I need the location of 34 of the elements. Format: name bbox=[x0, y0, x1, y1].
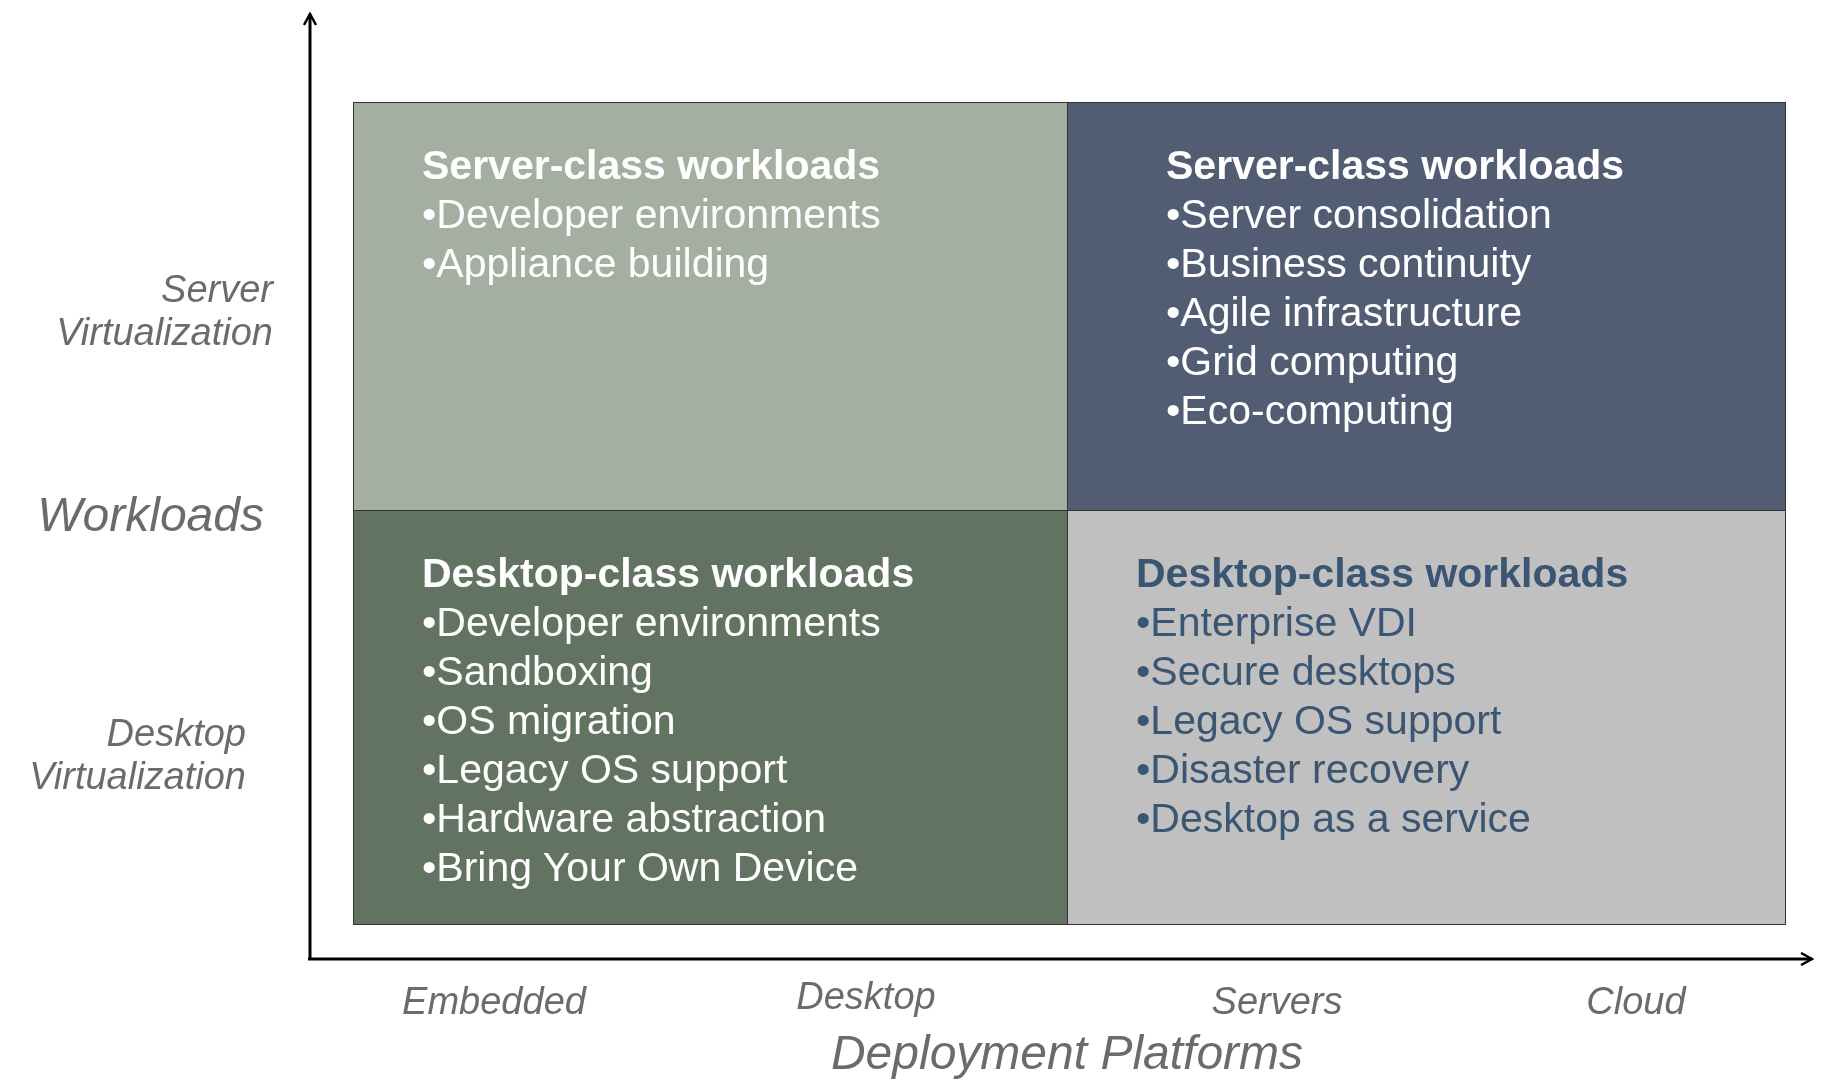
quadrant-box bbox=[353, 102, 1068, 511]
axis-title: Deployment Platforms bbox=[830, 1026, 1304, 1080]
bullet-item: •Secure desktops bbox=[1136, 647, 1456, 696]
bullet-item: •Developer environments bbox=[422, 190, 881, 239]
bullet-item: •Desktop as a service bbox=[1136, 794, 1531, 843]
axis-category-label: Server Virtualization bbox=[55, 268, 273, 354]
quadrant-heading: Desktop-class workloads bbox=[1136, 549, 1629, 598]
axis-category-label: Servers bbox=[1211, 980, 1343, 1023]
quadrant-box bbox=[1067, 510, 1786, 925]
axis-title: Workloads bbox=[36, 488, 264, 542]
bullet-item: •Legacy OS support bbox=[1136, 696, 1502, 745]
bullet-item: •Eco-computing bbox=[1166, 386, 1454, 435]
bullet-item: •Business continuity bbox=[1166, 239, 1532, 288]
quadrant-heading: Server-class workloads bbox=[422, 141, 881, 190]
axis-category-label: Cloud bbox=[1586, 980, 1686, 1023]
bullet-item: •Hardware abstraction bbox=[422, 794, 827, 843]
bullet-item: •Disaster recovery bbox=[1136, 745, 1470, 794]
bullet-item: •Developer environments bbox=[422, 598, 881, 647]
bullet-item: •Appliance building bbox=[422, 239, 770, 288]
bullet-item: •Server consolidation bbox=[1166, 190, 1552, 239]
quadrant-heading: Desktop-class workloads bbox=[422, 549, 915, 598]
axis-category-label: Embedded bbox=[402, 980, 586, 1023]
quadrant-box bbox=[353, 510, 1068, 925]
bullet-item: •Grid computing bbox=[1166, 337, 1459, 386]
bullet-item: •Enterprise VDI bbox=[1136, 598, 1417, 647]
bullet-item: •Sandboxing bbox=[422, 647, 653, 696]
bullet-item: •OS migration bbox=[422, 696, 676, 745]
bullet-item: •Bring Your Own Device bbox=[422, 843, 858, 892]
axis-category-label: Desktop bbox=[796, 975, 936, 1018]
bullet-item: •Agile infrastructure bbox=[1166, 288, 1523, 337]
bullet-item: •Legacy OS support bbox=[422, 745, 788, 794]
quadrant-heading: Server-class workloads bbox=[1166, 141, 1625, 190]
quadrant-box bbox=[1067, 102, 1786, 511]
axis-category-label: Desktop Virtualization bbox=[28, 712, 246, 798]
